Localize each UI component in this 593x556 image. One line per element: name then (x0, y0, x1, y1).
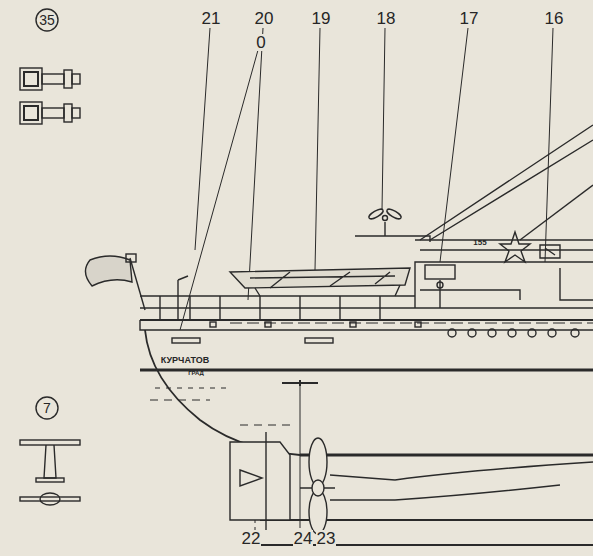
callout-number: 24 (293, 530, 314, 547)
flag (85, 254, 145, 310)
porthole-row (448, 329, 579, 337)
callout-number: ГРАД (188, 370, 204, 376)
callout-number: 23 (316, 530, 337, 547)
callout-circle (36, 397, 58, 419)
crane-boom (355, 125, 593, 242)
lifeboat (230, 268, 410, 296)
bollard-icon (20, 440, 80, 505)
propeller (300, 438, 335, 534)
callout-number: 20 (254, 10, 275, 27)
callout-number: 155 (473, 239, 486, 247)
callout-number: 21 (201, 10, 222, 27)
leader-line (180, 28, 553, 528)
callout-number: 7 (43, 401, 51, 415)
callout-number: 16 (544, 10, 565, 27)
draft-mark (282, 380, 318, 386)
callout-number: 22 (241, 530, 262, 547)
callout-number: 19 (311, 10, 332, 27)
callout-number: КУРЧАТОВ (161, 356, 209, 365)
callout-number: 35 (39, 13, 55, 27)
waterline (140, 370, 593, 455)
winch-icon (20, 68, 80, 124)
callout-number: 0 (255, 34, 266, 51)
anemometer (368, 207, 403, 236)
callout-number: 17 (459, 10, 480, 27)
callout-circle (36, 9, 58, 31)
hull (140, 320, 593, 455)
rudder (230, 432, 290, 530)
callout-number: 18 (376, 10, 397, 27)
superstructure (415, 232, 593, 308)
